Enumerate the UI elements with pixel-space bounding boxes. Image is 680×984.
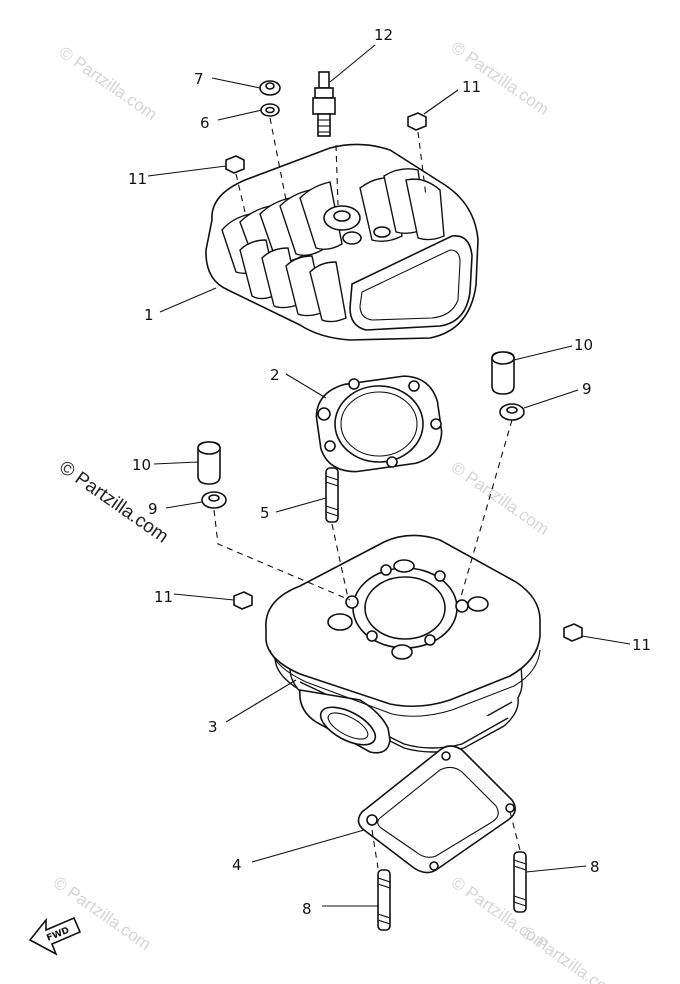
collar-10-right <box>491 351 515 395</box>
washer-6 <box>260 103 280 117</box>
callout-label: 11 <box>154 588 173 606</box>
watermark: © Partzilla.com <box>56 43 161 124</box>
head-gasket <box>315 375 443 473</box>
stud-bolt-8-left <box>377 869 391 931</box>
callout-label: 3 <box>208 718 218 736</box>
callout-label: 5 <box>260 504 270 522</box>
nut-7 <box>259 80 281 96</box>
nut-9-left <box>201 491 227 509</box>
watermark: © Partzilla.com <box>448 458 553 539</box>
callout-label: 10 <box>132 456 151 474</box>
nut-11 <box>563 623 583 642</box>
alignment-lines <box>213 117 521 869</box>
callout-label: 8 <box>590 858 600 876</box>
leader-lines <box>147 44 631 907</box>
spark-plug <box>312 71 336 137</box>
nut-11 <box>407 112 427 131</box>
stud-bolt-8-right <box>513 851 527 913</box>
cylinder <box>265 534 541 754</box>
callout-label: 8 <box>302 900 312 918</box>
callout-label: 11 <box>632 636 651 654</box>
callout-label: 4 <box>232 856 242 874</box>
nut-11 <box>233 591 253 610</box>
collar-10-left <box>197 441 221 485</box>
callout-label: 2 <box>270 366 280 384</box>
callout-label: 9 <box>148 500 158 518</box>
watermark: © Partzilla.com <box>518 923 623 984</box>
callout-label: 1 <box>144 306 154 324</box>
callout-label: 11 <box>128 170 147 188</box>
cylinder-head <box>205 143 479 341</box>
nut-9-right <box>499 403 525 421</box>
stud-bolt-5 <box>325 467 339 523</box>
nut-11 <box>225 155 245 174</box>
callout-label: 9 <box>582 380 592 398</box>
callout-label: 11 <box>462 78 481 96</box>
callout-label: 6 <box>200 114 210 132</box>
watermark: © Partzilla.com <box>50 873 155 954</box>
callout-label: 7 <box>194 70 204 88</box>
callout-label: 10 <box>574 336 593 354</box>
forward-arrow-icon: FWD <box>28 916 82 956</box>
base-gasket <box>357 745 516 874</box>
callout-labels: 12 7 6 11 11 1 2 10 9 10 9 5 11 11 3 4 8… <box>128 26 651 918</box>
callout-label: 12 <box>374 26 393 44</box>
